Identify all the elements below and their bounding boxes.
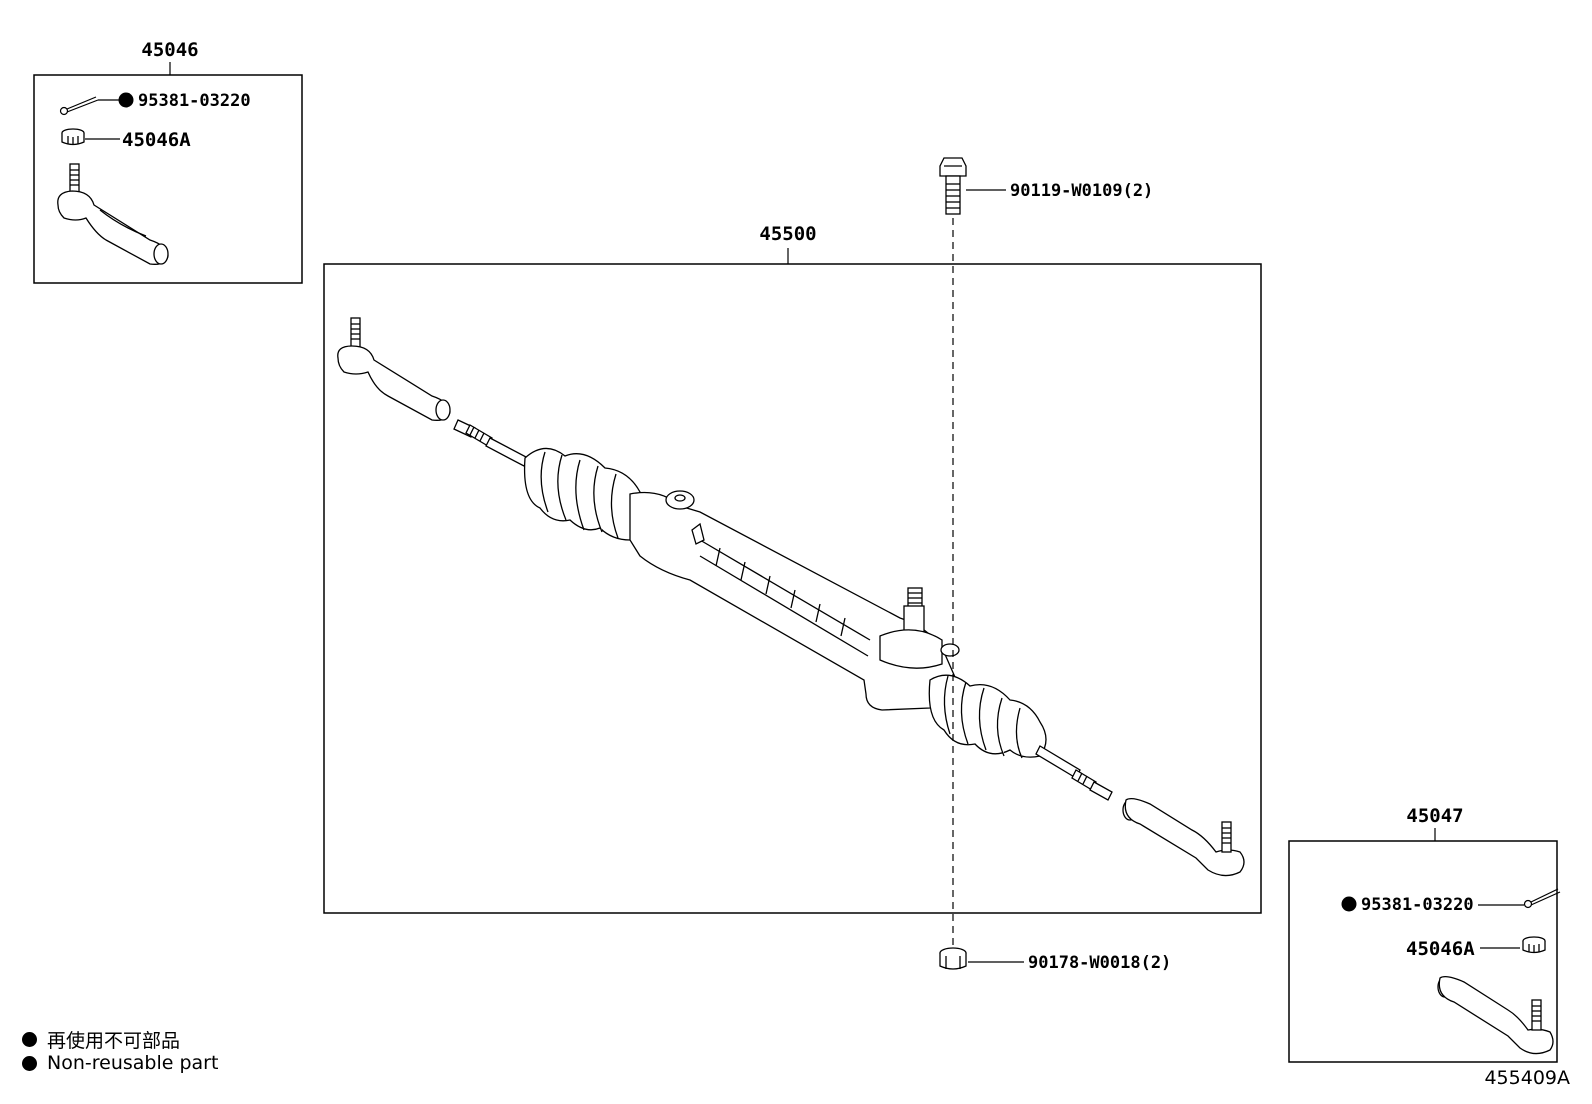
- non-reusable-marker-icon: [118, 92, 134, 108]
- right-boot-icon: [928, 674, 1047, 759]
- inner-left-tie-rod-end-icon: [337, 317, 451, 421]
- legend-item-japanese: 再使用不可部品: [22, 1026, 180, 1053]
- part-label-90119-W0109[interactable]: 90119-W0109(2): [1010, 181, 1153, 201]
- left-tie-rod-end-box: [33, 74, 303, 284]
- tie-rod-end-icon: [57, 163, 169, 265]
- part-label-90178-W0018[interactable]: 90178-W0018(2): [1028, 953, 1171, 973]
- tie-rod-end-icon-right: [1437, 976, 1554, 1055]
- figure-id: 455409A: [1484, 1067, 1570, 1089]
- non-reusable-marker-icon-right: [1341, 896, 1357, 912]
- rack-assembly-box: [323, 263, 1262, 914]
- filled-circle-icon: [22, 1032, 37, 1047]
- part-number-45500[interactable]: 45500: [759, 223, 816, 245]
- part-label-95381-03220-left[interactable]: 95381-03220: [138, 91, 251, 111]
- cotter-pin-icon: [59, 96, 120, 116]
- filled-circle-icon: [22, 1055, 37, 1071]
- cotter-pin-icon-right: [1523, 888, 1561, 909]
- right-tie-rod-end-group: 45047 95381-03220 45046A: [1288, 805, 1561, 1063]
- part-label-45046A-left[interactable]: 45046A: [122, 129, 191, 151]
- bolt-icon: [939, 157, 967, 215]
- legend-text-japanese: 再使用不可部品: [47, 1030, 181, 1052]
- left-boot-icon: [523, 447, 641, 541]
- part-label-45046A-right[interactable]: 45046A: [1406, 938, 1475, 960]
- legend-text-english: Non-reusable part: [47, 1052, 219, 1074]
- rack-assembly-group: 45500: [323, 223, 1262, 914]
- part-label-95381-03220-right[interactable]: 95381-03220: [1361, 895, 1474, 915]
- left-inner-tie-rod-icon: [453, 419, 529, 467]
- castle-nut-icon-right: [1522, 936, 1546, 954]
- part-number-45046[interactable]: 45046: [141, 39, 198, 61]
- legend-item-english: Non-reusable part: [22, 1052, 218, 1074]
- right-inner-tie-rod-icon: [1035, 745, 1113, 801]
- castle-nut-icon: [61, 128, 85, 146]
- bottom-nut-group: 90178-W0018(2): [939, 947, 1171, 973]
- right-tie-rod-end-box: [1288, 840, 1558, 1063]
- part-number-45047[interactable]: 45047: [1406, 805, 1463, 827]
- inner-right-tie-rod-end-icon: [1122, 798, 1245, 877]
- bolt-group: 90119-W0109(2): [939, 157, 1153, 215]
- flange-nut-icon: [939, 947, 967, 970]
- left-tie-rod-end-group: 45046 95381-03220 45046A: [33, 39, 303, 284]
- pinion-shaft-icon: [879, 587, 960, 669]
